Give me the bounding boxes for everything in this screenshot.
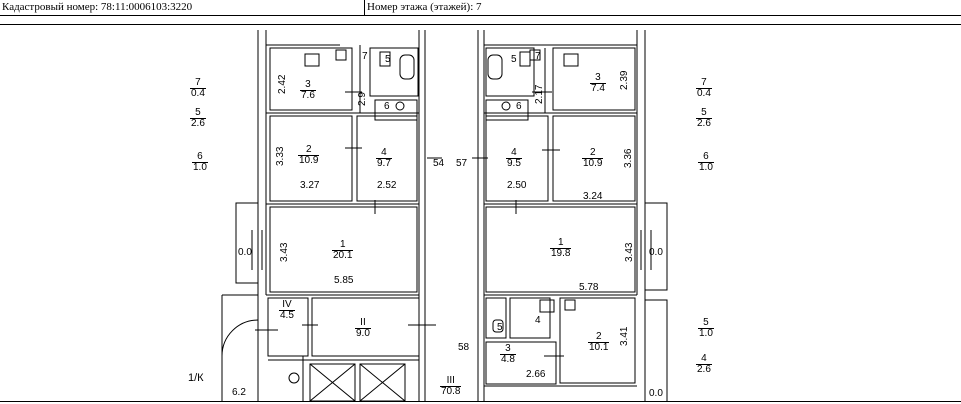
dimension-label: 2.66 xyxy=(526,369,546,380)
cadastral-number: Кадастровый номер: 78:11:0006103:3220 xyxy=(2,1,193,13)
room-label: 6 xyxy=(516,101,522,112)
dimension-label: 3.43 xyxy=(624,242,635,262)
header-bar: Кадастровый номер: 78:11:0006103:3220 Но… xyxy=(0,0,961,16)
dimension-label: 2.52 xyxy=(377,180,397,191)
room-label: 4 xyxy=(535,315,541,326)
dimension-label: 5.85 xyxy=(334,275,354,286)
bottom-rule xyxy=(0,401,961,402)
dimension-label: 2.42 xyxy=(277,74,288,94)
dimension-label: 2.9 xyxy=(357,92,368,106)
dimension-label: 2.39 xyxy=(619,70,630,90)
dimension-label: 0.0 xyxy=(649,388,663,399)
room-label: 5 xyxy=(511,54,517,65)
dimension-label: 3.36 xyxy=(623,148,634,168)
header-rule xyxy=(0,24,961,25)
dimension-label: 5.78 xyxy=(579,282,599,293)
dimension-label: 3.43 xyxy=(279,242,290,262)
dimension-label: 0.0 xyxy=(238,247,252,258)
dimension-label: 58 xyxy=(458,342,470,353)
header-divider xyxy=(364,0,365,15)
dimension-label: 57 xyxy=(456,158,468,169)
dimension-label: 54 xyxy=(433,158,445,169)
dimension-label: 3.24 xyxy=(583,191,603,202)
room-label: 5 xyxy=(385,54,391,65)
dimension-label: 6.2 xyxy=(232,387,246,398)
dimension-label: 0.0 xyxy=(649,247,663,258)
room-label: 7 xyxy=(535,51,541,62)
dimension-label: 2.17 xyxy=(534,84,545,104)
dimension-label: 3.33 xyxy=(275,146,286,166)
room-label: 5 xyxy=(497,322,503,333)
dimension-label: 3.41 xyxy=(619,326,630,346)
floor-number: Номер этажа (этажей): 7 xyxy=(367,1,482,13)
apartment-type-label: 1/К xyxy=(188,372,204,384)
room-label: 6 xyxy=(384,101,390,112)
room-label: 7 xyxy=(362,51,368,62)
dimension-label: 2.50 xyxy=(507,180,527,191)
dimension-label: 3.27 xyxy=(300,180,320,191)
